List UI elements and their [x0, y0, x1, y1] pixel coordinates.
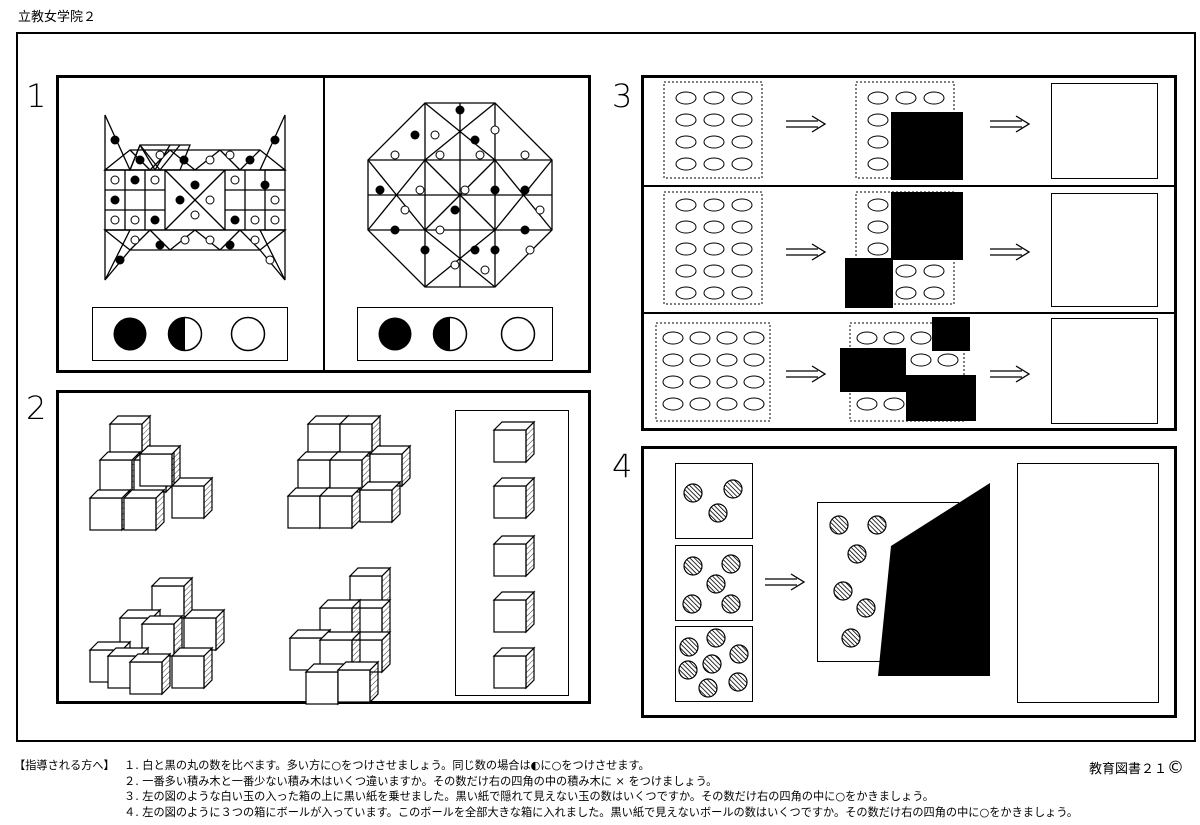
footer-instruction-3: ３. 左の図のような白い玉の入った箱の上に黒い紙を乗せました。黒い紙で隠れて見え… — [124, 790, 934, 803]
double-right-arrow-icon — [786, 115, 1031, 383]
q1-answer-choices-left — [113, 316, 266, 352]
footer-instruction-2: ２. 一番多い積み木と一番少ない積み木はいくつ違いますか。その数だけ右の四角の中… — [124, 774, 718, 788]
q1-answer-choices-right — [378, 316, 536, 352]
q3-answer-box-2 — [1051, 193, 1158, 307]
q1-divider — [323, 77, 325, 371]
copyright-icon: © — [1167, 758, 1184, 778]
question-number-4: 4 — [612, 447, 633, 485]
q1-answer-box-left — [92, 307, 288, 361]
black-circle-icon — [378, 317, 412, 351]
publisher-credit: 教育図書２１© — [1089, 758, 1184, 778]
white-circle-icon — [500, 316, 536, 352]
q2-answer-box — [455, 410, 569, 696]
footer-instruction-4: ４. 左の図のように３つの箱にボールが入っています。このボールを全部大きな箱に入… — [124, 805, 1079, 819]
q3-answer-box-3 — [1051, 318, 1158, 424]
q4-frame — [641, 446, 1177, 718]
q4-box-2 — [675, 545, 753, 621]
q4-answer-box — [1017, 463, 1159, 703]
black-circle-icon — [113, 317, 147, 351]
question-number-3: 3 — [612, 77, 633, 115]
q1-right-octagon — [367, 102, 553, 288]
q3-answer-box-1 — [1051, 83, 1158, 179]
q1-frame — [56, 75, 591, 373]
q4-box-3 — [675, 626, 753, 702]
q1-answer-box-right — [357, 307, 553, 361]
q3-row-divider-2 — [643, 312, 1175, 314]
publisher-name: 教育図書２１ — [1088, 762, 1167, 777]
black-paper — [878, 483, 990, 676]
worksheet-frame — [16, 32, 1196, 742]
q3-row-divider-1 — [643, 185, 1175, 187]
q3-frame — [641, 75, 1177, 431]
q4-box-1 — [675, 463, 753, 539]
q1-left-pattern — [103, 114, 287, 281]
question-number-2: 2 — [26, 389, 47, 427]
footer-label: 【指導される方へ】 — [14, 759, 115, 772]
question-number-1: 1 — [26, 77, 47, 115]
double-right-arrow-icon — [765, 573, 806, 591]
page-title: 立教女学院２ — [18, 10, 97, 25]
footer-instruction-1: １. 白と黒の丸の数を比べます。多い方に○をつけさせましょう。同じ数の場合は◐に… — [124, 759, 650, 772]
white-circle-icon — [230, 316, 266, 352]
